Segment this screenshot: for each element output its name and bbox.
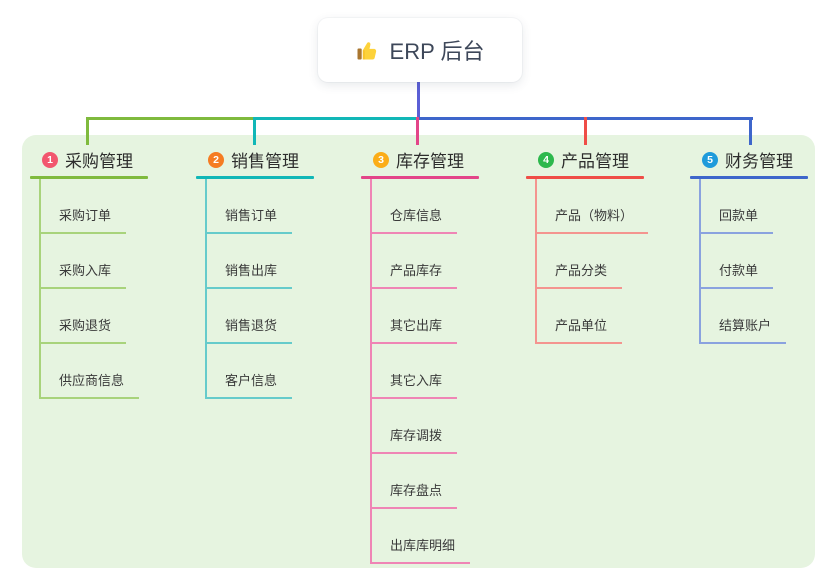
- child-node-label: 销售订单: [207, 205, 293, 234]
- branch-underline: [526, 176, 644, 179]
- child-node[interactable]: 仓库信息: [372, 179, 479, 234]
- child-node[interactable]: 采购订单: [41, 179, 148, 234]
- branch-inventory: 3 库存管理 仓库信息 产品库存 其它出库 其它入库 库存调拨 库存盘点 出库库…: [361, 146, 479, 564]
- child-node-label: 付款单: [701, 260, 774, 289]
- child-node-label: 产品库存: [372, 260, 458, 289]
- branch-label: 库存管理: [396, 152, 464, 171]
- child-node-label: 采购入库: [41, 260, 127, 289]
- child-node[interactable]: 采购入库: [41, 234, 148, 289]
- child-node[interactable]: 库存调拨: [372, 399, 479, 454]
- branch-label: 采购管理: [65, 152, 133, 171]
- child-node[interactable]: 结算账户: [701, 289, 808, 344]
- branch-purchase: 1 采购管理 采购订单 采购入库 采购退货 供应商信息: [30, 146, 148, 399]
- child-node-label: 库存盘点: [372, 480, 458, 509]
- branch-underline: [690, 176, 808, 179]
- branch-label: 销售管理: [231, 152, 299, 171]
- branches-background-panel: [22, 135, 815, 568]
- child-node-label: 采购订单: [41, 205, 127, 234]
- branch-label: 财务管理: [725, 152, 793, 171]
- branch-number-badge: 1: [42, 151, 58, 168]
- child-node-label: 销售出库: [207, 260, 293, 289]
- child-node[interactable]: 回款单: [701, 179, 808, 234]
- branch-number-badge: 2: [208, 151, 224, 168]
- child-node[interactable]: 采购退货: [41, 289, 148, 344]
- child-node[interactable]: 销售退货: [207, 289, 314, 344]
- branch-sales: 2 销售管理 销售订单 销售出库 销售退货 客户信息: [196, 146, 314, 399]
- branch-number-badge: 4: [538, 151, 554, 168]
- branch-children: 采购订单 采购入库 采购退货 供应商信息: [39, 179, 148, 399]
- child-node[interactable]: 销售出库: [207, 234, 314, 289]
- branch-node-finance[interactable]: 5 财务管理: [690, 146, 808, 173]
- child-node-label: 回款单: [701, 205, 774, 234]
- branch-children: 仓库信息 产品库存 其它出库 其它入库 库存调拨 库存盘点 出库库明细: [370, 179, 479, 564]
- branch-node-inventory[interactable]: 3 库存管理: [361, 146, 479, 173]
- branch-children: 回款单 付款单 结算账户: [699, 179, 808, 344]
- child-node-label: 产品分类: [537, 260, 623, 289]
- branch-node-sales[interactable]: 2 销售管理: [196, 146, 314, 173]
- thumbs-up-icon: [357, 42, 376, 60]
- child-node[interactable]: 供应商信息: [41, 344, 148, 399]
- branch-node-purchase[interactable]: 1 采购管理: [30, 146, 148, 173]
- child-node[interactable]: 付款单: [701, 234, 808, 289]
- branch-node-product[interactable]: 4 产品管理: [526, 146, 644, 173]
- child-node[interactable]: 产品库存: [372, 234, 479, 289]
- child-node[interactable]: 库存盘点: [372, 454, 479, 509]
- child-node[interactable]: 出库库明细: [372, 509, 479, 564]
- branch-finance: 5 财务管理 回款单 付款单 结算账户: [690, 146, 808, 344]
- child-node-label: 结算账户: [701, 315, 787, 344]
- branch-number-badge: 5: [702, 151, 718, 168]
- child-node-label: 出库库明细: [372, 535, 471, 564]
- child-node-label: 仓库信息: [372, 205, 458, 234]
- drop-line-purchase: [86, 117, 89, 145]
- child-node[interactable]: 其它入库: [372, 344, 479, 399]
- bus-line-purchase: [86, 117, 254, 120]
- child-node-label: 其它出库: [372, 315, 458, 344]
- branch-product: 4 产品管理 产品（物料） 产品分类 产品单位: [526, 146, 649, 344]
- child-node[interactable]: 客户信息: [207, 344, 314, 399]
- child-node-label: 产品单位: [537, 315, 623, 344]
- branch-underline: [30, 176, 148, 179]
- drop-line-product: [584, 117, 587, 145]
- child-node-label: 其它入库: [372, 370, 458, 399]
- child-node-label: 库存调拨: [372, 425, 458, 454]
- drop-line-finance: [749, 117, 752, 145]
- child-node[interactable]: 产品分类: [537, 234, 644, 289]
- branch-children: 销售订单 销售出库 销售退货 客户信息: [205, 179, 314, 399]
- child-node[interactable]: 产品单位: [537, 289, 644, 344]
- drop-line-inventory: [416, 117, 419, 145]
- child-node[interactable]: 产品（物料）: [537, 179, 649, 234]
- drop-line-sales: [253, 117, 256, 145]
- child-node-label: 客户信息: [207, 370, 293, 399]
- root-connector-line: [417, 80, 420, 118]
- child-node-label: 供应商信息: [41, 370, 140, 399]
- branch-underline: [361, 176, 479, 179]
- child-node-label: 采购退货: [41, 315, 127, 344]
- child-node-label: 销售退货: [207, 315, 293, 344]
- branch-label: 产品管理: [561, 152, 629, 171]
- root-node-label: ERP 后台: [389, 39, 485, 64]
- child-node[interactable]: 其它出库: [372, 289, 479, 344]
- child-node-label: 产品（物料）: [537, 205, 649, 234]
- root-node-erp-backend[interactable]: ERP 后台: [318, 18, 522, 82]
- bus-line-sales: [253, 117, 418, 120]
- branch-number-badge: 3: [373, 151, 389, 168]
- branch-underline: [196, 176, 314, 179]
- child-node[interactable]: 销售订单: [207, 179, 314, 234]
- branch-children: 产品（物料） 产品分类 产品单位: [535, 179, 649, 344]
